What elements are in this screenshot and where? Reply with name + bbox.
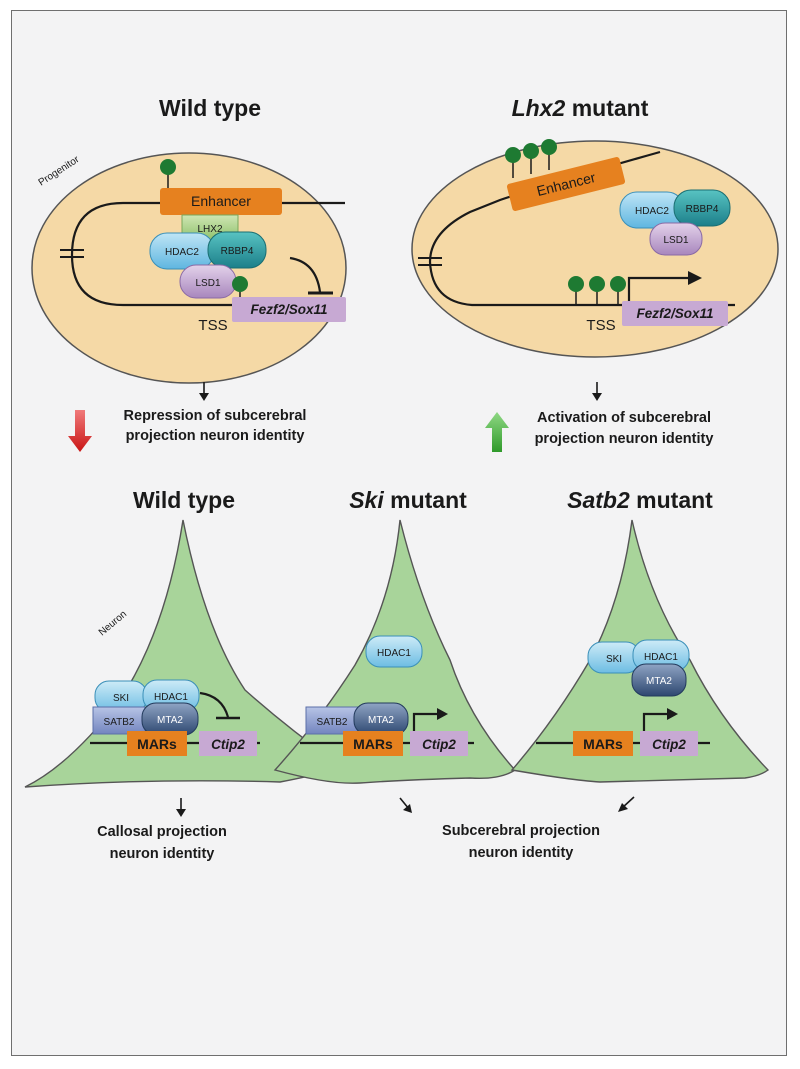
enhancer-box (506, 157, 626, 211)
histone-mark-icon (232, 276, 248, 292)
svg-text:RBBP4: RBBP4 (686, 204, 719, 215)
lsd1-protein (649, 222, 703, 256)
neuron-wildtype-panel: Wild type Neuron SKI HDAC1 SATB2 MTA2 MA… (24, 487, 342, 788)
svg-text:Fezf2/Sox11: Fezf2/Sox11 (250, 302, 327, 317)
down-right-arrow-icon (403, 804, 412, 813)
histone-mark-icon (541, 139, 557, 155)
svg-text:HDAC2: HDAC2 (165, 247, 199, 258)
down-arrow-icon (176, 809, 186, 817)
histone-mark-icon (610, 276, 626, 292)
ctip2-gene-box (410, 731, 468, 756)
histone-mark-icon (568, 276, 584, 292)
svg-text:Ctip2: Ctip2 (422, 737, 456, 752)
ctip2-gene-box (640, 731, 698, 756)
down-left-arrow-icon (618, 803, 628, 812)
activation-arrow (642, 712, 668, 731)
mars-box (343, 731, 403, 756)
top-outcome-wildtype: Repression of subcerebral projection neu… (68, 382, 306, 452)
svg-text:neuron identity: neuron identity (110, 846, 215, 862)
svg-text:Repression of subcerebral: Repression of subcerebral (124, 408, 307, 424)
fezf2-sox11-gene-box (232, 297, 346, 322)
fezf2-sox11-gene-box (622, 301, 728, 326)
bottom-outcome-subcerebral: Subcerebral projection neuron identity (399, 796, 635, 861)
svg-text:projection neuron identity: projection neuron identity (535, 431, 714, 447)
ctip2-gene-box (199, 731, 257, 756)
svg-text:MTA2: MTA2 (157, 715, 183, 726)
svg-text:MARs: MARs (353, 736, 393, 752)
svg-text:LSD1: LSD1 (663, 235, 688, 246)
tss-label: TSS (586, 317, 615, 334)
svg-text:SKI: SKI (606, 654, 622, 665)
svg-text:SATB2: SATB2 (104, 717, 135, 728)
rbbp4-protein (207, 231, 267, 269)
activation-arrow (412, 712, 438, 731)
svg-text:MTA2: MTA2 (368, 715, 394, 726)
histone-mark-icon (589, 276, 605, 292)
svg-text:LSD1: LSD1 (195, 278, 220, 289)
svg-text:Activation of subcerebral: Activation of subcerebral (537, 410, 711, 426)
neuron-ski-mutant-panel: Ski mutant HDAC1 SATB2 MTA2 MARs Ctip2 (273, 487, 517, 784)
progenitor-wildtype-panel: Wild type Progenitor Enhancer LHX2 HDAC2… (31, 95, 347, 384)
rbbp4-protein (673, 189, 731, 227)
activation-arrow (627, 276, 690, 305)
svg-text:Subcerebral projection: Subcerebral projection (442, 823, 600, 839)
svg-text:neuron identity: neuron identity (469, 845, 574, 861)
panel-title-bottom-mid: Ski mutant (349, 487, 467, 513)
hdac1-protein (365, 635, 423, 668)
neuron-satb2-mutant-panel: Satb2 mutant SKI HDAC1 MTA2 MARs Ctip2 (510, 487, 770, 783)
down-arrow-icon (199, 393, 209, 401)
svg-text:projection neuron identity: projection neuron identity (126, 428, 305, 444)
svg-text:Fezf2/Sox11: Fezf2/Sox11 (636, 306, 713, 321)
panel-title-bottom-right: Satb2 mutant (567, 487, 713, 513)
green-up-arrow-icon (485, 412, 509, 452)
mars-box (127, 731, 187, 756)
progenitor-lhx2-mutant-panel: Lhx2 mutant Enhancer HDAC2 RBBP4 LSD1 Fe… (411, 95, 779, 358)
enhancer-box (160, 188, 282, 215)
histone-mark-icon (160, 159, 176, 175)
svg-text:HDAC1: HDAC1 (644, 652, 678, 663)
mars-box (573, 731, 633, 756)
svg-text:SKI: SKI (113, 693, 129, 704)
svg-text:HDAC1: HDAC1 (377, 648, 411, 659)
panel-title-top-left: Wild type (159, 95, 261, 121)
red-down-arrow-icon (68, 410, 92, 452)
down-arrow-icon (592, 393, 602, 401)
svg-text:MARs: MARs (583, 736, 623, 752)
svg-text:LHX2: LHX2 (197, 224, 222, 235)
svg-text:MTA2: MTA2 (646, 676, 672, 687)
panel-title-bottom-left: Wild type (133, 487, 235, 513)
svg-text:HDAC1: HDAC1 (154, 692, 188, 703)
panel-title-top-right: Lhx2 mutant (512, 95, 649, 121)
svg-text:Callosal projection: Callosal projection (97, 824, 227, 840)
inhibition-arrow (289, 256, 322, 293)
inhibition-arrow (199, 691, 230, 718)
tss-label: TSS (198, 317, 227, 334)
svg-text:SATB2: SATB2 (317, 717, 348, 728)
svg-text:MARs: MARs (137, 736, 177, 752)
progenitor-label: Progenitor (37, 154, 82, 189)
svg-text:Ctip2: Ctip2 (211, 737, 245, 752)
svg-text:RBBP4: RBBP4 (221, 246, 254, 257)
satb2-protein (92, 706, 146, 735)
mta2-protein (631, 663, 687, 697)
svg-text:Ctip2: Ctip2 (652, 737, 686, 752)
histone-mark-icon (523, 143, 539, 159)
top-outcome-lhx2-mutant: Activation of subcerebral projection neu… (485, 382, 713, 452)
bottom-outcome-callosal: Callosal projection neuron identity (97, 798, 227, 862)
neuron-label: Neuron (97, 609, 129, 639)
enhancer-label: Enhancer (191, 193, 251, 209)
histone-mark-icon (505, 147, 521, 163)
svg-text:HDAC2: HDAC2 (635, 206, 669, 217)
chromatin-loop (70, 201, 345, 307)
